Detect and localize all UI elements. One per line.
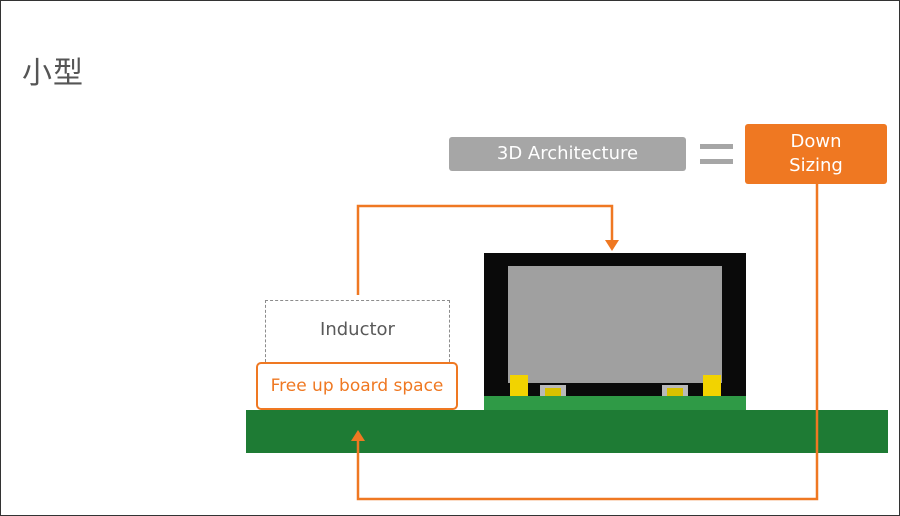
downsizing-label-line2: Sizing	[789, 155, 843, 176]
architecture-label-box: 3D Architecture	[449, 137, 686, 171]
downsizing-label-line1: Down	[790, 131, 842, 152]
right-terminal-pad	[703, 375, 721, 396]
equals-sign	[700, 144, 733, 166]
left-terminal-pad	[510, 375, 528, 396]
inductor-chip-on-top	[508, 266, 722, 383]
bottom-arrow-line	[356, 184, 819, 501]
slide-title: 小型	[22, 56, 84, 91]
module-substrate	[484, 396, 746, 410]
top-arrow-line	[356, 204, 614, 295]
bottom-arrow-head	[351, 430, 365, 441]
left-component	[540, 385, 566, 396]
inductor-outline: Inductor	[265, 300, 450, 362]
free-board-space-box: Free up board space	[256, 362, 458, 410]
right-component	[662, 385, 688, 396]
downsizing-label-box: Down Sizing	[745, 124, 887, 184]
pcb-board	[246, 410, 888, 453]
top-arrow-head	[605, 240, 619, 251]
